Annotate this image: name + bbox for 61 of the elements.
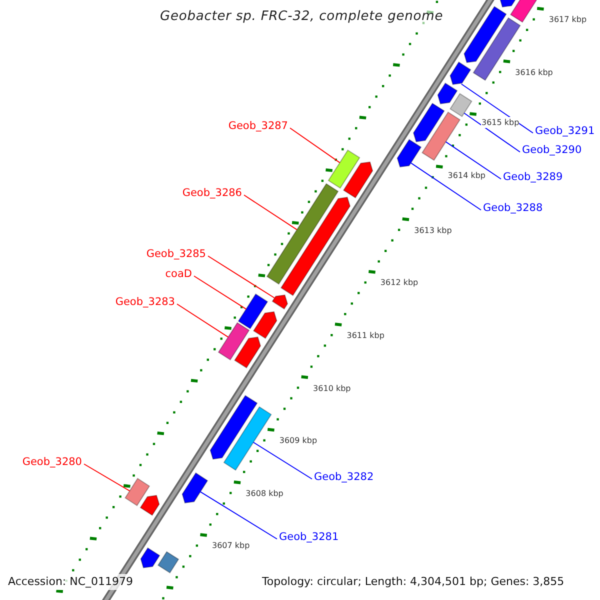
gene-feature	[140, 494, 160, 516]
gene-bar	[124, 478, 150, 506]
leader-line	[194, 276, 247, 310]
gene-feature	[412, 102, 445, 142]
tick-label: 3615 kbp	[481, 117, 520, 128]
gene-feature	[252, 311, 278, 339]
gene-label: Geob_3281	[279, 530, 339, 544]
tick-label: 3614 kbp	[448, 170, 486, 182]
gene-feature	[464, 6, 507, 64]
leader-line	[460, 84, 534, 134]
gene-feature	[140, 547, 160, 568]
tick-label: 3607 kbp	[212, 540, 250, 552]
tick-label: 3611 kbp	[346, 330, 384, 341]
leader-line	[208, 256, 276, 298]
gene-bar	[450, 93, 472, 118]
gene-label: Geob_3283	[115, 295, 175, 309]
leader-line	[200, 491, 278, 540]
gene-feature	[234, 336, 262, 368]
gene-bar	[422, 112, 461, 161]
gene-bar	[157, 551, 180, 574]
gene-label: Geob_3282	[314, 470, 374, 484]
gene-bar	[238, 293, 268, 330]
gene-bar	[510, 0, 538, 23]
gene-label: Geob_3280	[22, 455, 82, 469]
gene-bar	[218, 322, 250, 360]
gene-label: Geob_3286	[182, 186, 242, 200]
gene-bar	[266, 183, 339, 285]
leader-line	[410, 162, 482, 210]
leader-line	[84, 464, 130, 492]
gene-label: Geob_3291	[535, 124, 595, 138]
tick-label: 3610 kbp	[313, 382, 351, 394]
leader-line	[252, 442, 312, 480]
map-title: Geobacter sp. FRC-32, complete genome	[160, 9, 444, 24]
tick-label: 3609 kbp	[279, 435, 318, 446]
gene-label: Geob_3287	[228, 119, 288, 133]
tick-label: 3616 kbp	[515, 66, 553, 78]
tick-label: 3612 kbp	[380, 277, 418, 288]
leader-line	[464, 112, 520, 152]
tick-label: 3613 kbp	[414, 224, 452, 236]
gene-bar	[223, 406, 272, 471]
footer-text: Topology: circular; Length: 4,304,501 bp; Genes: 3,855	[262, 574, 564, 590]
gene-label: Geob_3285	[146, 247, 206, 261]
gene-label: Geob_3289	[503, 170, 563, 184]
gene-label: Geob_3288	[483, 201, 543, 215]
gene-label: coaD	[165, 267, 192, 281]
footer-text: Accession: NC_011979	[8, 574, 134, 590]
gene-feature	[437, 82, 458, 104]
tick-label: 3617 kbp	[548, 14, 587, 26]
leader-line	[176, 304, 229, 338]
leader-line	[445, 141, 502, 180]
gene-bar	[328, 150, 360, 189]
gene-feature	[396, 138, 422, 168]
gene-feature	[342, 161, 374, 198]
gene-feature	[210, 394, 258, 460]
leader-line	[290, 128, 340, 164]
gene-feature	[272, 294, 288, 310]
gene-feature	[280, 196, 351, 296]
gene-label: Geob_3290	[522, 143, 582, 157]
tick-label: 3608 kbp	[246, 488, 284, 499]
gene-feature	[182, 472, 208, 504]
leader-line	[244, 194, 298, 230]
